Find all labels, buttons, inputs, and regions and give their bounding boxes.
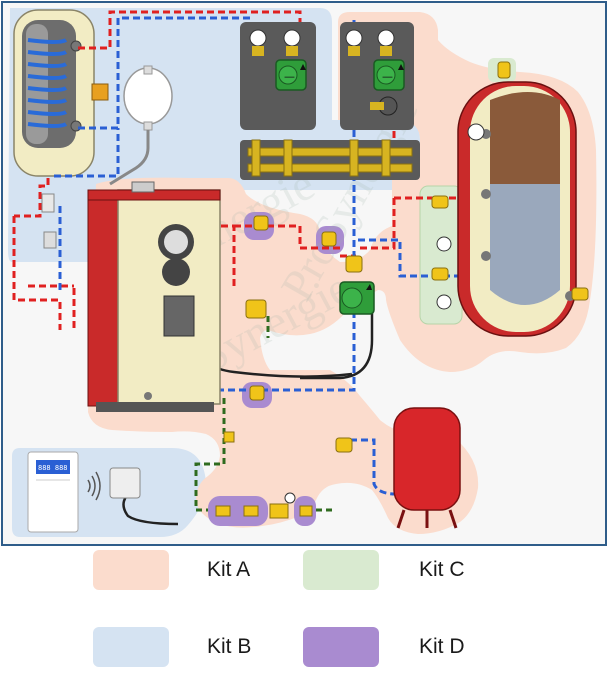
expansion-vessel-icon xyxy=(393,407,461,529)
kit-d-zone-4 xyxy=(208,496,268,526)
filling-valve-icon xyxy=(215,492,313,519)
legend-swatch-kit-a xyxy=(93,550,169,590)
legend-label-kit-a: Kit A xyxy=(207,558,251,581)
legend-label-kit-c: Kit C xyxy=(419,558,465,581)
legend-swatch-kit-c xyxy=(303,550,379,590)
safety-valve-icon xyxy=(431,195,589,301)
legend-swatch-kit-d xyxy=(303,627,379,667)
kit-b-zone xyxy=(8,8,420,262)
mixing-valve-icon xyxy=(370,96,398,116)
svg-text:—: — xyxy=(284,70,295,83)
manifold-icon xyxy=(247,139,413,177)
sensor-box-icon xyxy=(91,83,109,101)
legend-label-kit-b: Kit B xyxy=(207,635,252,658)
hot-water-cylinder-icon xyxy=(13,9,95,177)
circulator-pump-icon: — xyxy=(373,59,405,91)
wood-boiler-icon xyxy=(87,181,221,412)
wireless-signal-icon xyxy=(87,471,101,501)
legend-label-kit-d: Kit D xyxy=(419,635,465,658)
controller-icon: 888 888 xyxy=(27,451,79,533)
circulator-pump-icon: — xyxy=(275,59,307,91)
sensor-box-icon xyxy=(109,467,141,499)
circulator-pump-icon xyxy=(339,281,375,315)
safety-valve-icon xyxy=(41,61,511,453)
manifold-bg xyxy=(240,140,420,180)
expansion-vessel-icon xyxy=(109,65,173,186)
buffer-tank-icon xyxy=(457,81,577,337)
svg-text:—: — xyxy=(382,70,393,83)
thermometer-icon xyxy=(249,29,395,56)
thermometer-icon xyxy=(436,123,485,310)
controller-display: 888 888 xyxy=(38,464,68,472)
legend-swatch-kit-b xyxy=(93,627,169,667)
